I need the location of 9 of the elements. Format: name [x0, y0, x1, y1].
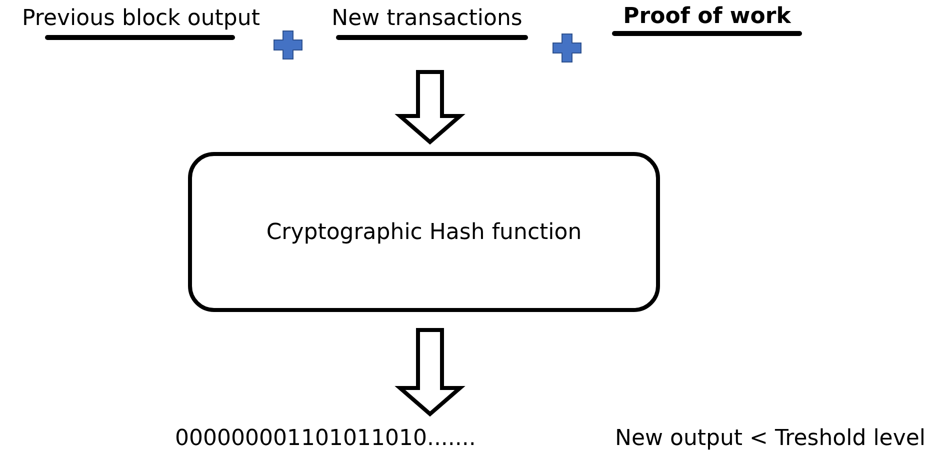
input-label: Proof of work [622, 4, 792, 29]
hash-output: 000000001101011010....... [175, 426, 476, 451]
input-label: Previous block output [21, 6, 261, 31]
note: New output < Treshold level [615, 426, 926, 451]
hollow-arrow [394, 70, 466, 145]
process-box [188, 152, 660, 312]
hollow-arrow [394, 328, 466, 417]
process-label: Cryptographic Hash function [266, 220, 582, 244]
input-label: New transactions [330, 6, 524, 31]
